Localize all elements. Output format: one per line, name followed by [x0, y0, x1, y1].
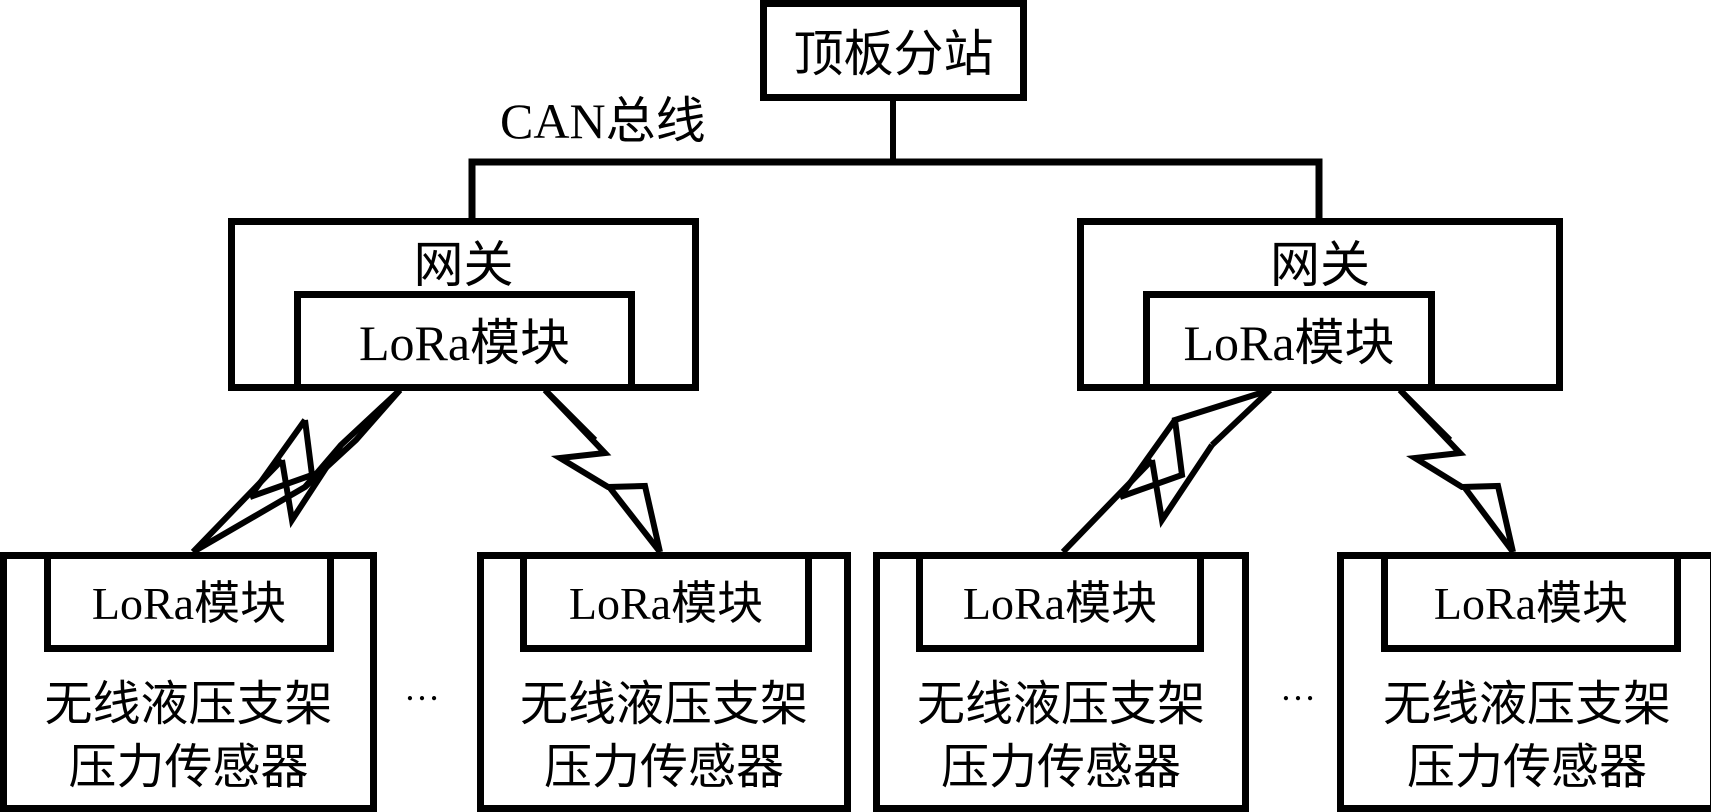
- wireless-link-right-2: [1397, 387, 1516, 554]
- ellipsis-right: …: [1280, 668, 1316, 708]
- wireless-link-right-1: [1060, 387, 1273, 555]
- sensor-line1: 无线液压支架: [519, 678, 808, 731]
- sensor-4-lora-module: LoRa模块: [1381, 552, 1681, 652]
- lora-module-label: LoRa模块: [568, 578, 764, 629]
- wireless-link-left-1: [190, 387, 403, 555]
- sensor-line2: 压力传感器: [68, 741, 309, 794]
- sensor-3-lora-module: LoRa模块: [916, 552, 1204, 652]
- gateway-label: 网关: [413, 237, 514, 293]
- gateway-right-lora-module: LoRa模块: [1143, 291, 1435, 391]
- sensor-line2: 压力传感器: [543, 741, 784, 794]
- lora-module-label: LoRa模块: [962, 578, 1158, 629]
- can-bus-line: [468, 158, 1323, 222]
- sensor-line2: 压力传感器: [940, 741, 1181, 794]
- ellipsis-left: …: [404, 668, 440, 708]
- gateway-left-lora-module: LoRa模块: [294, 291, 635, 391]
- lora-module-label: LoRa模块: [1183, 315, 1395, 371]
- gateway-label: 网关: [1270, 237, 1370, 293]
- sensor-line2: 压力传感器: [1406, 741, 1647, 794]
- can-bus-label: CAN总线: [500, 93, 706, 149]
- lora-module-label: LoRa模块: [91, 578, 287, 629]
- sensor-line1: 无线液压支架: [916, 678, 1205, 731]
- sensor-line1: 无线液压支架: [44, 678, 333, 731]
- lora-module-label: LoRa模块: [358, 315, 571, 371]
- sensor-line1: 无线液压支架: [1382, 678, 1671, 731]
- sensor-2-lora-module: LoRa模块: [520, 552, 812, 652]
- top-station-box: 顶板分站: [760, 0, 1027, 101]
- lora-module-label: LoRa模块: [1433, 578, 1629, 629]
- sensor-1-lora-module: LoRa模块: [44, 552, 334, 652]
- top-station-label: 顶板分站: [793, 26, 994, 82]
- wireless-link-left-2: [542, 387, 663, 554]
